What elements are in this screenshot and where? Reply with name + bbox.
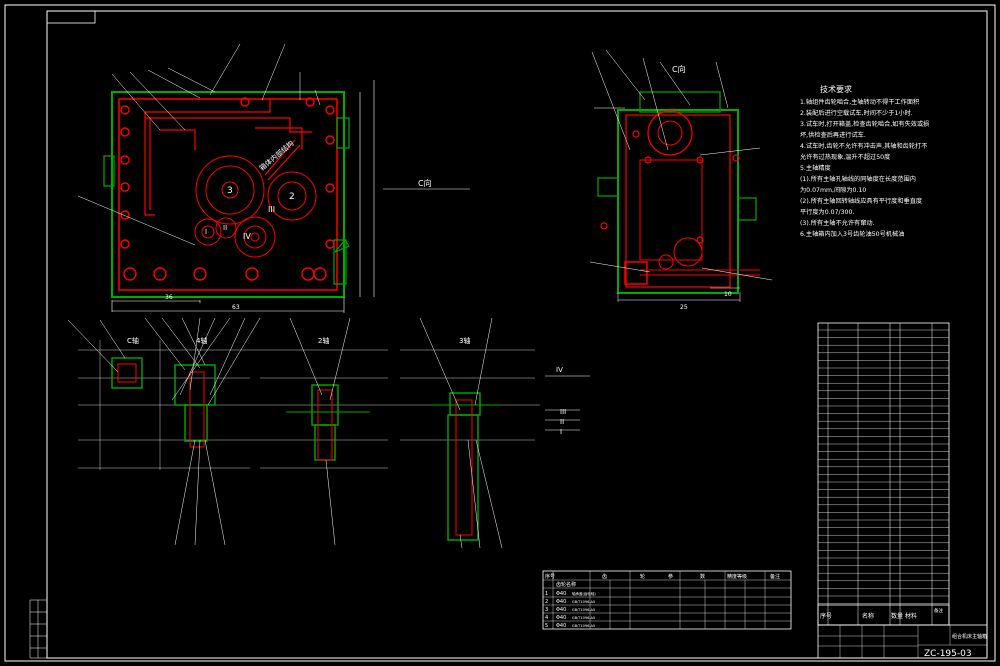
- gt-r1-dia: Φ40: [556, 591, 566, 597]
- outer-border: [4, 4, 996, 662]
- drawing-number: ZC-195-03: [924, 649, 972, 659]
- label-2-shaft: 2轴: [318, 336, 329, 345]
- dim-25: 25: [680, 304, 688, 311]
- label-4-shaft: 4轴: [196, 336, 207, 345]
- gt-gh-5: 精度等级: [727, 573, 747, 580]
- gear-label-iii: III: [268, 205, 275, 214]
- front-view: 3 2 III IV I II 箱体内部结构 36 63: [77, 43, 470, 313]
- title-block: 组合机床主轴箱 ZC-195-03: [817, 624, 988, 659]
- gear-label-iv: IV: [243, 232, 251, 241]
- col-beizhu: 备注: [934, 607, 943, 614]
- corner-tag: [46, 10, 96, 24]
- tech-line: 为0.07mm,间隙为0.10: [800, 186, 866, 194]
- label-i: I: [560, 428, 562, 436]
- gt-r1-desc: 轴承盖(齿轮轴): [572, 591, 596, 596]
- gt-r2-desc: GB/T1096-A5: [572, 600, 595, 604]
- gear-label-2: 2: [289, 192, 295, 202]
- tech-line: 平行度为0.07/300.: [800, 208, 854, 216]
- tech-requirements: 技术要求 1.轴组件齿轮啮合,主轴转动不得干工作面积 2.装配后进行空载试车,时…: [800, 84, 929, 238]
- left-strip: [29, 599, 48, 659]
- tech-line: 5.主轴精度: [800, 164, 831, 172]
- section-views: C轴 4轴 2轴 3轴 IV III II I: [67, 317, 590, 549]
- gt-r4-no: 4: [545, 615, 548, 621]
- tech-line: 允许有过热现象,温升不超过50度: [800, 153, 890, 161]
- company-name: 组合机床主轴箱: [952, 633, 987, 640]
- gt-r4-desc: GB/T1096-A5: [572, 616, 595, 620]
- bolt-holes: [120, 97, 335, 281]
- tech-line: (2).所有主轴回转轴线应具有平行度和垂直度: [800, 197, 922, 205]
- col-cailiao: 材料: [905, 612, 917, 620]
- gear-label-i: I: [205, 228, 207, 236]
- gear-label-ii: II: [223, 224, 227, 232]
- col-xuhao: 序号: [820, 612, 832, 620]
- side-view: C向 25 10: [589, 49, 773, 311]
- gt-r3-desc: GB/T1096-A5: [572, 608, 595, 612]
- tech-line: 6.主轴箱内加入3号齿轮油50号机械油: [800, 230, 904, 238]
- tech-line: 坏,供检查后再进行试车.: [800, 131, 866, 139]
- dim-36: 36: [165, 294, 173, 301]
- housing-outline: [111, 91, 345, 298]
- tech-line: (3).所有主轴不允许有窜动.: [800, 219, 875, 227]
- tech-title: 技术要求: [820, 84, 852, 94]
- gt-r2-no: 2: [545, 599, 548, 605]
- gt-r5-desc: GB/T1096-A5: [572, 624, 595, 628]
- gt-r5-dia: Φ40: [556, 623, 566, 629]
- leader-lines: [77, 43, 470, 246]
- gear-circles: [194, 155, 317, 258]
- gt-r2-dia: Φ40: [556, 599, 566, 605]
- housing-inner: [118, 98, 338, 291]
- dim-63: 63: [232, 304, 240, 311]
- c-view-title: C向: [672, 64, 686, 74]
- gt-r1-no: 1: [545, 591, 548, 597]
- label-ii: II: [560, 418, 564, 426]
- gt-gh-1: 齿: [602, 574, 607, 580]
- label-3-shaft: 3轴: [459, 336, 470, 345]
- gear-table: 序号 齿轮名称 齿 轮 参 数 精度等级 备注 1 Φ40 轴承盖(齿轮轴) 2…: [542, 570, 792, 630]
- label-iii: III: [560, 408, 566, 416]
- gt-h-xuhao: 序号: [545, 573, 555, 580]
- gt-r4-dia: Φ40: [556, 615, 566, 621]
- gt-gh-3: 参: [668, 573, 673, 580]
- gt-gh-4: 数: [700, 573, 705, 580]
- tech-line: (1).所有主轴孔轴线的同轴度在长度范围内: [800, 175, 916, 183]
- gt-r3-dia: Φ40: [556, 607, 566, 613]
- col-shuliang: 数量: [891, 612, 903, 620]
- gt-r5-no: 5: [545, 623, 548, 629]
- gt-gh-2: 轮: [640, 573, 645, 580]
- label-c-shaft: C轴: [127, 336, 139, 345]
- col-mingcheng: 名称: [862, 612, 874, 620]
- parts-list: 序号 名称 数量 材料 备注: [817, 322, 950, 626]
- gt-r3-no: 3: [545, 607, 548, 613]
- label-iv: IV: [556, 366, 563, 374]
- tech-line: 3.试车时,打开箱盖,检查齿轮啮合,如有失效或损: [800, 120, 929, 128]
- c-arrow-label: C向: [418, 178, 432, 188]
- gt-h-name: 齿轮名称: [556, 581, 576, 588]
- gt-gh-6: 备注: [770, 573, 780, 580]
- dim-10: 10: [724, 291, 732, 298]
- tech-line: 2.装配后进行空载试车,时间不少于1小时.: [800, 109, 913, 117]
- gear-label-3: 3: [227, 186, 233, 196]
- inner-border: [46, 10, 988, 659]
- tech-line: 4.试车时,齿轮不允许有冲击声,其轴和齿轮打不: [800, 142, 927, 150]
- tech-line: 1.轴组件齿轮啮合,主轴转动不得干工作面积: [800, 98, 919, 106]
